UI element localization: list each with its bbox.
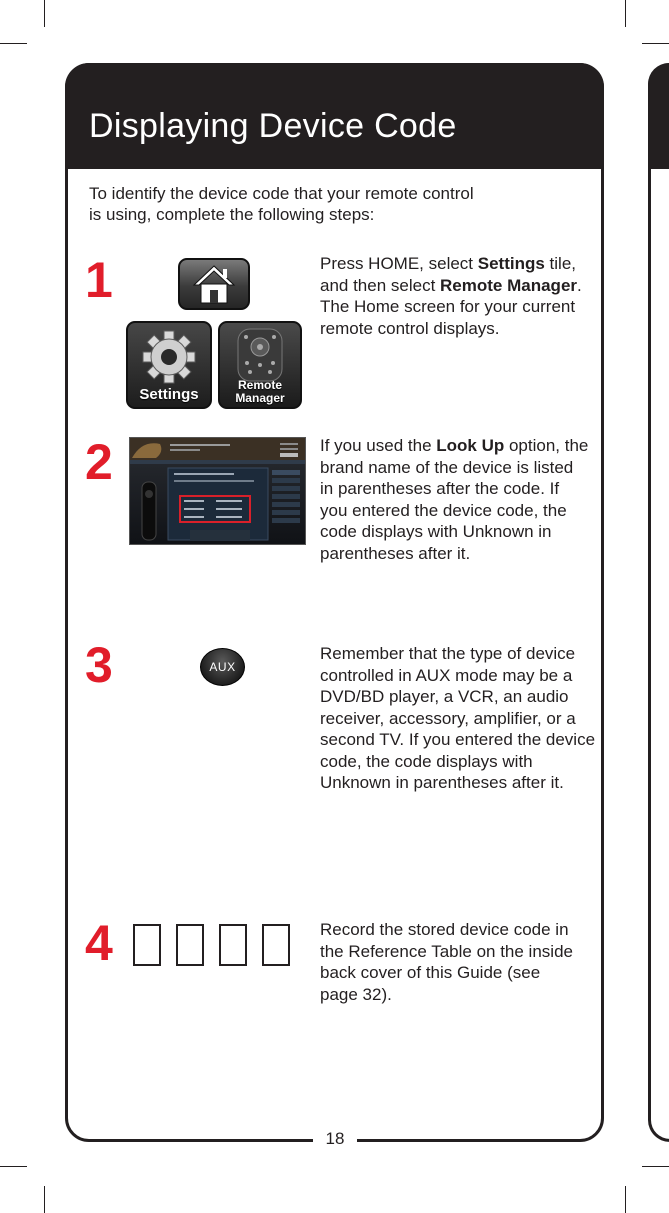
code-digit-box	[176, 924, 204, 966]
home-icon	[192, 265, 236, 304]
step-number: 4	[85, 915, 113, 971]
crop-mark	[642, 43, 669, 44]
step-text-part: tile, and then select	[320, 254, 577, 295]
crop-mark	[44, 1186, 45, 1213]
crop-mark	[44, 0, 45, 27]
step-3-text: Remember that the type of device control…	[320, 644, 596, 792]
code-digit-box	[219, 924, 247, 966]
crop-mark	[625, 1186, 626, 1213]
crop-mark	[642, 1166, 669, 1167]
page-number: 18	[313, 1128, 357, 1150]
step-text-bold: Settings	[477, 254, 545, 273]
remote-label-line: Manager	[235, 391, 285, 405]
step-1-text: Press HOME, select Settings tile, and th…	[320, 253, 598, 339]
adjacent-page-title-band	[648, 63, 669, 169]
remote-label-line: Remote	[237, 378, 282, 392]
code-digit-box	[262, 924, 290, 966]
code-digit-box	[133, 924, 161, 966]
remote-manager-tile-label: Remote Manager	[220, 379, 300, 405]
step-text-part: . The Home screen for your current remot…	[320, 275, 582, 338]
settings-tile: Settings	[126, 321, 212, 409]
adjacent-page-edge	[648, 63, 669, 1142]
step-text-part: option, the brand name of the device is …	[320, 436, 589, 563]
intro-text: To identify the device code that your re…	[89, 183, 589, 225]
title-bar	[65, 63, 604, 169]
intro-line: is using, complete the following steps:	[89, 205, 375, 224]
step-number: 1	[85, 252, 113, 308]
step-text-part: If you used the	[320, 436, 437, 455]
remote-control-icon	[237, 328, 283, 382]
crop-mark	[0, 43, 27, 44]
step-2-text: If you used the Look Up option, the bran…	[320, 435, 590, 564]
aux-button: AUX	[200, 648, 245, 686]
step-number: 3	[85, 637, 113, 693]
remote-manager-screenshot	[129, 437, 306, 545]
step-number: 2	[85, 434, 113, 490]
intro-line: To identify the device code that your re…	[89, 184, 474, 203]
settings-tile-label: Settings	[139, 386, 199, 403]
gear-icon	[142, 330, 196, 384]
page-title: Displaying Device Code	[89, 107, 457, 145]
home-tile	[178, 258, 250, 310]
step-text-bold: Look Up	[436, 436, 505, 455]
remote-manager-tile: Remote Manager	[218, 321, 302, 409]
step-4-text: Record the stored device code in the Ref…	[320, 920, 573, 1004]
crop-mark	[0, 1166, 27, 1167]
step-text-part: Press HOME, select	[320, 254, 478, 273]
remote-manager-screen-image	[130, 438, 305, 541]
crop-mark	[625, 0, 626, 27]
step-text-bold: Remote Manager	[440, 275, 578, 295]
